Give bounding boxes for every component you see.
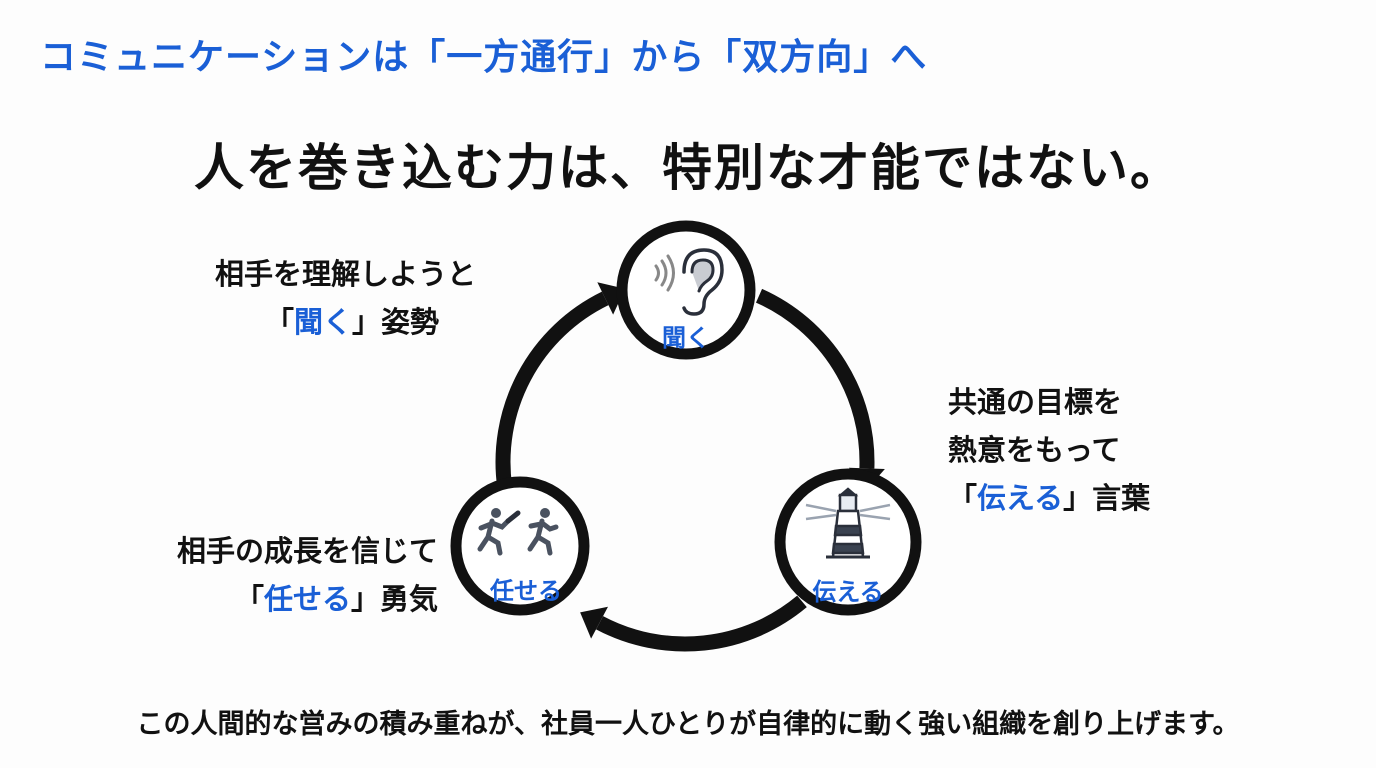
- description-listen: 相手を理解しようと 「聞く」姿勢: [215, 250, 476, 346]
- keyword: 任せる: [263, 582, 351, 616]
- node-circle-entrust: [450, 476, 590, 616]
- node-label-listen: 聞く: [662, 324, 710, 352]
- bracket: 「: [265, 305, 295, 339]
- description-entrust: 相手の成長を信じて 「任せる」勇気: [138, 527, 438, 623]
- arrow-listen-to-tell: [755, 288, 875, 469]
- ear-icon: [654, 248, 724, 316]
- bracket: 「: [948, 481, 978, 515]
- description-line: 「伝える」言葉: [948, 474, 1150, 522]
- description-line: 熱意をもって: [948, 433, 1121, 467]
- keyword: 伝える: [977, 481, 1064, 515]
- node-label-tell: 伝える: [812, 578, 884, 606]
- bracket: 」: [1063, 481, 1093, 515]
- description-line: 相手の成長を信じて: [176, 534, 438, 568]
- arrowhead-icon: [580, 606, 609, 639]
- description-line: 「任せる」勇気: [138, 575, 438, 623]
- bracket: 」: [352, 305, 382, 339]
- arrow-tell-to-entrust: [596, 595, 807, 652]
- bracket: 「: [234, 582, 264, 616]
- arrow-entrust-to-listen: [495, 291, 609, 489]
- bracket: 」: [350, 582, 380, 616]
- slide-subtitle: コミュニケーションは「一方通行」から「双方向」へ: [40, 37, 928, 78]
- description-suffix: 姿勢: [381, 305, 440, 339]
- keyword: 聞く: [294, 305, 353, 339]
- description-line: 共通の目標を: [948, 385, 1123, 419]
- description-line: 「聞く」姿勢: [215, 298, 476, 346]
- description-suffix: 言葉: [1092, 481, 1151, 515]
- slide-footer: この人間的な営みの積み重ねが、社員一人ひとりが自律的に動く強い組織を創り上げます…: [136, 709, 1240, 740]
- node-label-entrust: 任せる: [490, 577, 562, 605]
- description-tell: 共通の目標を 熱意をもって 「伝える」言葉: [948, 378, 1150, 522]
- description-suffix: 勇気: [379, 582, 438, 616]
- relay-runners-icon: [477, 508, 559, 556]
- slide-headline: 人を巻き込む力は、特別な才能ではない。: [194, 139, 1182, 197]
- lighthouse-icon: [805, 487, 891, 559]
- description-line: 相手を理解しようと: [215, 257, 477, 291]
